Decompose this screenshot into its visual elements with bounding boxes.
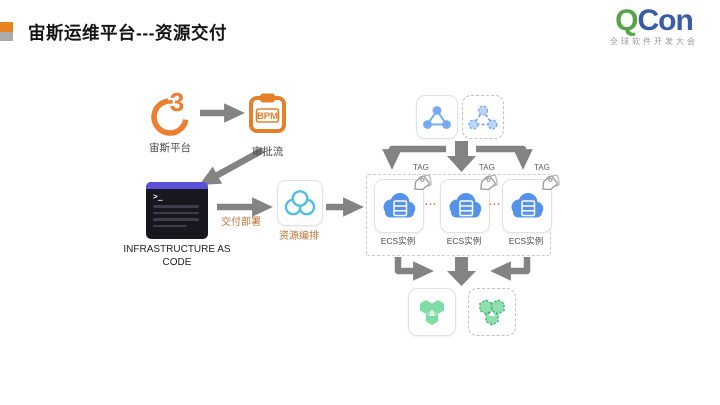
- ecs-cloud-server-icon: [511, 193, 544, 218]
- arrow-tag-left: [382, 145, 446, 170]
- cluster-group-card-dashed: [462, 95, 504, 139]
- hex-cluster-icon: [419, 299, 445, 325]
- cluster-group-card-solid: [416, 95, 458, 139]
- ecs-instance-label: ECS实例: [446, 236, 482, 246]
- arrow-tag-right: [476, 145, 533, 170]
- terminal-prompt: >_: [153, 192, 163, 201]
- orchestration-icon: [284, 190, 316, 216]
- terminal-body: >_: [146, 189, 208, 231]
- zeus-platform-label: 宙斯平台: [149, 142, 191, 154]
- terminal-code-line: [153, 211, 199, 214]
- tag-label-1: TAG: [413, 163, 429, 172]
- ecs-instance-label: ECS实例: [380, 236, 416, 246]
- ecs-instance-card: [502, 174, 560, 233]
- bpm-icon-text: BPM: [257, 111, 278, 122]
- app-cluster-card-dashed: [468, 288, 516, 336]
- arrow-ecs-to-cluster-right: [490, 257, 531, 281]
- tag-label-2: TAG: [479, 163, 495, 172]
- deploy-arrow-label: 交付部署: [221, 217, 261, 228]
- terminal-code-line: [153, 224, 187, 227]
- orchestration-label: 资源编排: [279, 231, 319, 242]
- ecs-instance-card: [440, 174, 498, 233]
- terminal-titlebar: [146, 182, 208, 189]
- tag-icon: [479, 174, 498, 191]
- tag-label-3: TAG: [534, 163, 550, 172]
- title-marker-orange: [0, 22, 13, 32]
- app-cluster-card-solid: [408, 288, 456, 336]
- iac-label: INFRASTRUCTURE AS CODE: [123, 244, 231, 268]
- qcon-logo-subtitle: 全球软件开发大会: [610, 37, 698, 46]
- terminal-code-line: [153, 205, 199, 208]
- qcon-logo: QCon 全球软件开发大会: [610, 6, 698, 46]
- arrow-ecs-to-cluster-center: [447, 257, 476, 286]
- ellipsis: ...: [488, 196, 502, 208]
- arrow-bpm-to-iac: [199, 147, 265, 186]
- cluster-nodes-icon: [423, 105, 451, 129]
- qcon-logo-text: QCon: [610, 6, 698, 36]
- ecs-instance-card: [374, 174, 432, 233]
- ecs-cloud-server-icon: [383, 193, 416, 218]
- ecs-instance-label: ECS实例: [508, 236, 544, 246]
- zeus-glyph: 3: [170, 89, 184, 117]
- arrow-tag-center: [447, 141, 476, 172]
- ellipsis: ...: [424, 196, 438, 208]
- bpm-label: 审批流: [251, 146, 284, 158]
- orchestration-card: [277, 180, 323, 226]
- title-marker-gray: [0, 32, 13, 41]
- page-title: 宙斯运维平台---资源交付: [28, 23, 227, 43]
- qcon-logo-q: Q: [615, 4, 638, 37]
- arrow-ecs-to-cluster-left: [394, 257, 434, 281]
- terminal-icon: >_: [146, 182, 208, 239]
- qcon-logo-con: Con: [637, 4, 694, 37]
- terminal-code-line: [153, 218, 199, 221]
- hex-cluster-dashed-icon: [479, 298, 505, 326]
- tag-icon: [541, 174, 560, 191]
- bpm-clipboard-icon: BPM: [249, 93, 286, 133]
- tag-icon: [413, 174, 432, 191]
- cluster-nodes-dashed-icon: [468, 104, 498, 130]
- ecs-cloud-server-icon: [449, 193, 482, 218]
- zeus-platform-icon: 3: [151, 89, 189, 136]
